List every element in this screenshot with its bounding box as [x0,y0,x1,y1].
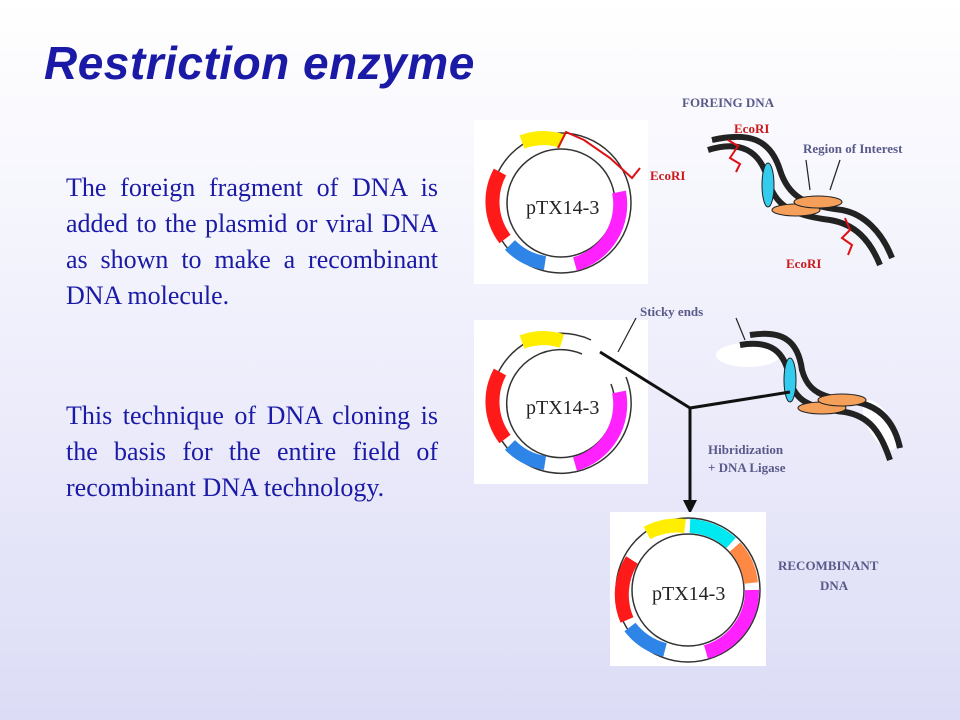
ecori-label-top: EcoRI [734,121,769,136]
foreign-dna-cut-fragment [716,330,903,461]
plasmid-top-label: pTX14-3 [526,197,599,219]
plasmid-top: pTX14-3 [474,120,648,284]
recombinant-label: RECOMBINANT [778,558,879,573]
plasmid-recombinant: pTX14-3 [610,512,766,666]
plasmid-recombinant-label: pTX14-3 [652,583,725,605]
recombinant-dna-label: DNA [820,578,849,593]
ecori-label-bottom: EcoRI [786,256,821,271]
foreign-dna-label: FOREING DNA [682,95,775,110]
region-of-interest-label: Region of Interest [803,141,903,156]
hibridization-label: Hibridization [708,442,784,457]
paragraph-dna-cloning: This technique of DNA cloning is the bas… [66,401,438,502]
plasmid-middle: pTX14-3 [474,320,648,484]
slide-title: Restriction enzyme [44,37,475,89]
foreign-dna-fragment [707,133,895,267]
ecori-label-left: EcoRI [650,168,685,183]
dna-ligase-label: + DNA Ligase [708,460,786,475]
paragraph-foreign-fragment: The foreign fragment of DNA is added to … [66,173,438,310]
plasmid-middle-label: pTX14-3 [526,397,599,419]
sticky-ends-label: Sticky ends [640,304,703,319]
